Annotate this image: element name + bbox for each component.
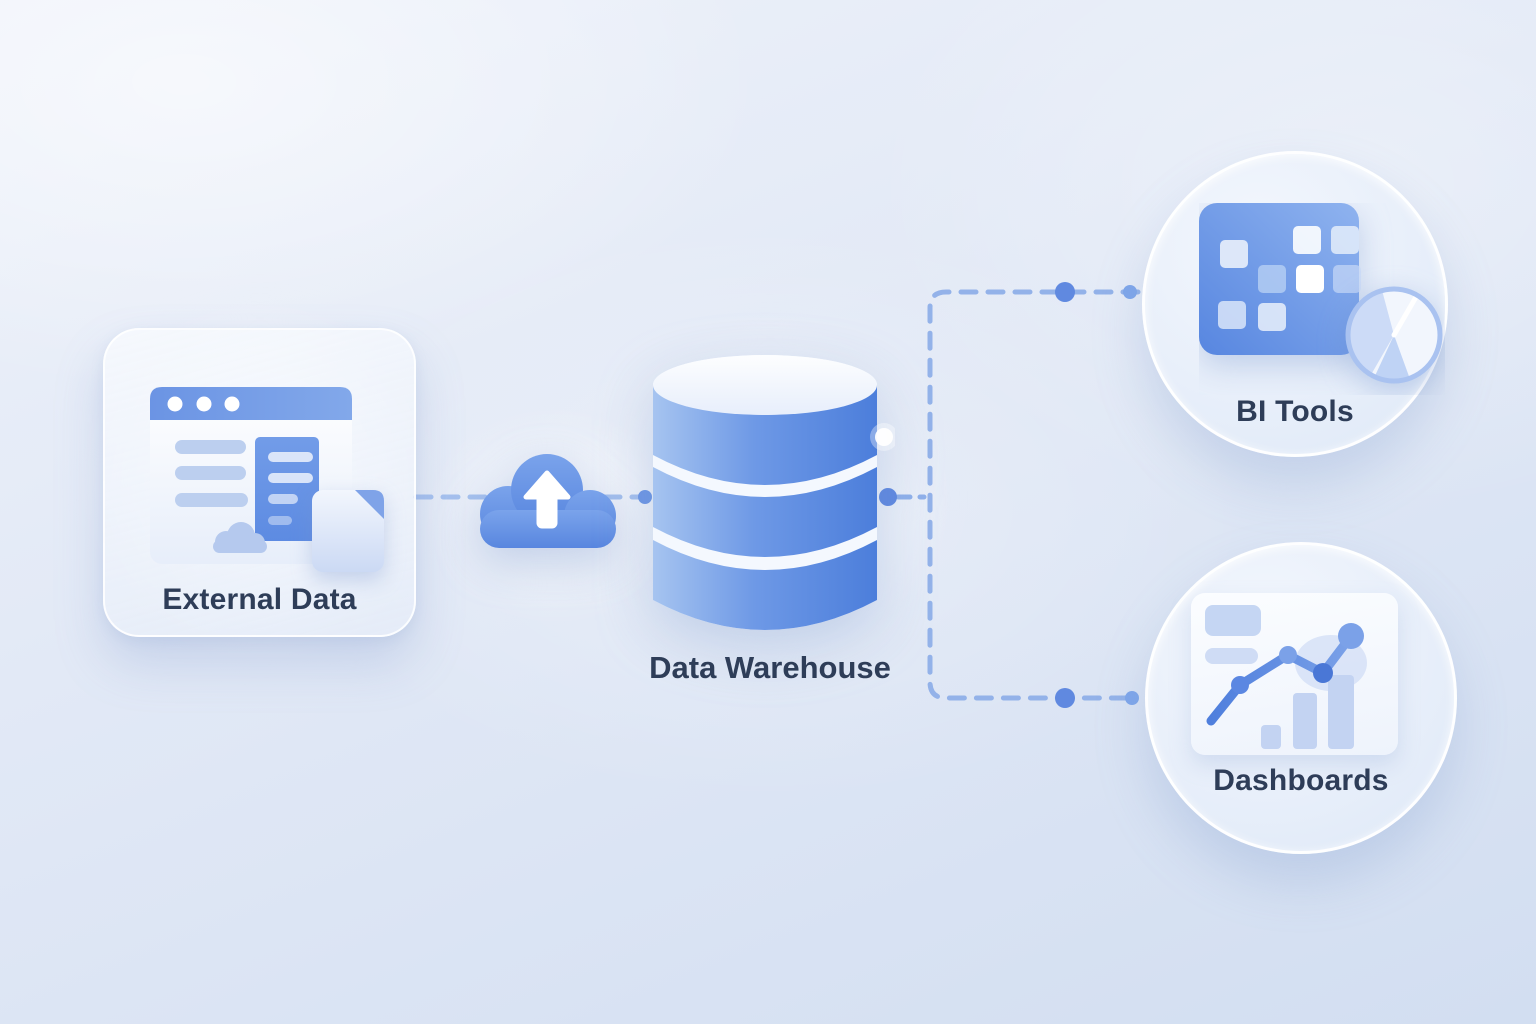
connector-dot [1055,688,1075,708]
external-data-node: External Data [103,328,416,637]
document-icon [312,490,384,572]
dashboards-label: Dashboards [1213,764,1389,797]
line-chart-dots [1231,623,1364,694]
connector-branch-bracket [927,289,1141,701]
small-cloud-icon [213,522,267,553]
connector-dot [1125,691,1139,705]
browser-window-document-icon [150,387,384,572]
data-warehouse-node [645,348,898,648]
upload-arrow-icon [523,470,571,529]
connector-dot [638,490,652,504]
dashboard-line-bar-chart-icon [1205,605,1367,749]
bar-chart-bars [1261,675,1354,749]
dashboards-node: Dashboards [1145,542,1457,854]
connector-dot [879,488,897,506]
grid-cells [1218,226,1361,331]
table-grid-pie-chart-icon [1199,203,1443,384]
connector-dot [1055,282,1075,302]
cloud-upload-node [462,440,632,560]
dashboard-card [1191,593,1398,755]
database-cylinder-icon [653,355,898,630]
bi-tools-node: BI Tools [1142,151,1448,457]
cloud-upload-icon [480,454,616,548]
pie-chart-icon [1345,286,1443,384]
bi-tools-label: BI Tools [1236,395,1354,428]
connector-dot [1123,285,1137,299]
data-warehouse-label: Data Warehouse [649,650,891,685]
external-data-label: External Data [162,583,357,616]
